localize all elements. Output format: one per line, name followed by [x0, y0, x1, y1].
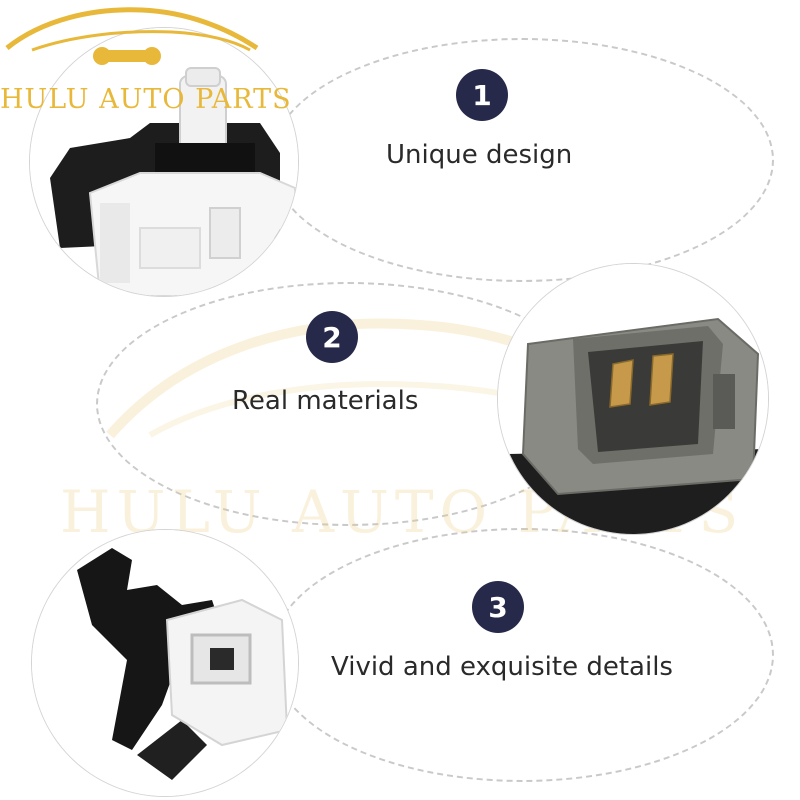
feature-number-badge-2: 2 [306, 311, 358, 363]
feature-label-3: Vivid and exquisite details [331, 652, 673, 682]
product-photo-middle [498, 264, 768, 534]
watermark-car-logo-top [5, 7, 259, 65]
product-photo-top [30, 28, 298, 296]
switch-clip-image [32, 530, 298, 796]
switch-plunger-image [30, 28, 298, 296]
watermark-text-top: HULU AUTO PARTS [0, 84, 292, 115]
connector-socket-image [498, 264, 768, 534]
feature-label-2: Real materials [232, 386, 419, 416]
feature-number-badge-1: 1 [456, 69, 508, 121]
feature-number-badge-3: 3 [472, 581, 524, 633]
feature-label-1: Unique design [386, 140, 573, 170]
product-photo-bottom [32, 530, 298, 796]
